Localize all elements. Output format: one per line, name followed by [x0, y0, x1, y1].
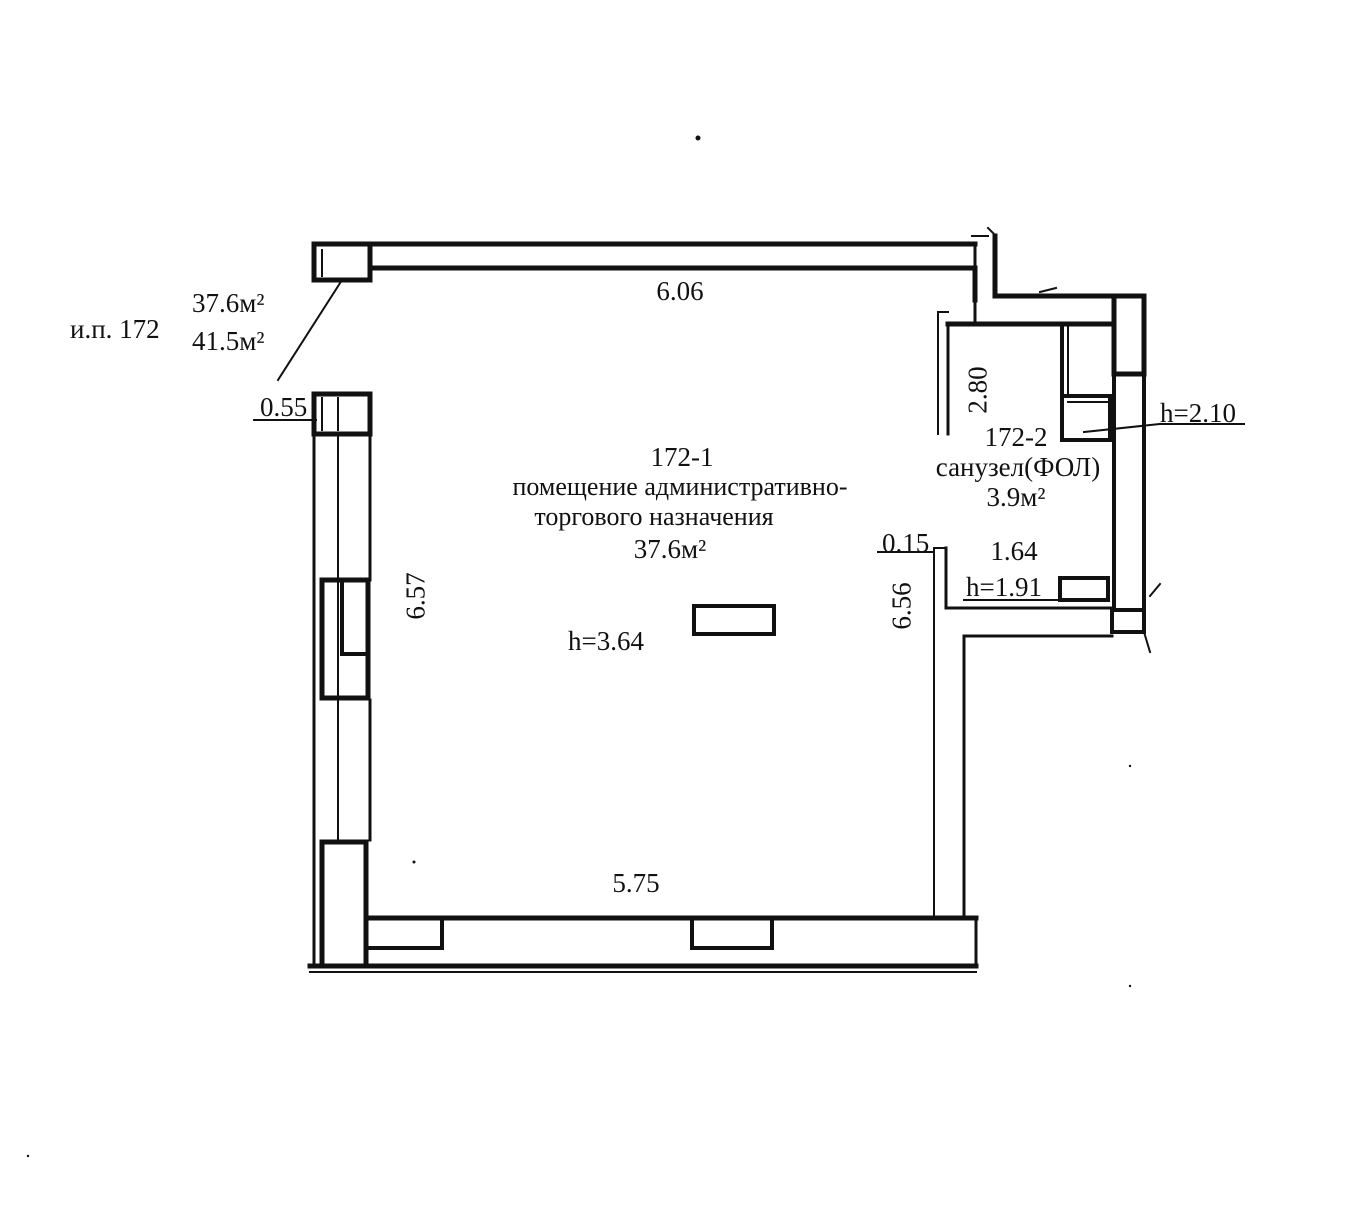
corner-column [311, 241, 373, 283]
room-2-number: 172-2 [984, 422, 1048, 452]
bathroom-window [1060, 324, 1245, 442]
bathroom-outer-wall [1110, 293, 1162, 654]
dimension-bottom-wall: 5.75 [612, 868, 660, 898]
dimension-inner-right-wall: 6.56 [886, 582, 917, 630]
room-1-number: 172-1 [650, 442, 714, 472]
room-2-area: 3.9м² [986, 482, 1046, 512]
room-column [692, 604, 776, 636]
top-wall [369, 226, 998, 271]
unit-label: и.п. 172 [70, 314, 160, 344]
bathroom-door [963, 576, 1110, 602]
bottom-wall [307, 915, 979, 973]
bathroom-partition [937, 233, 1117, 436]
left-wall [253, 391, 373, 968]
dimension-left-wall-thickness: 0.55 [260, 392, 308, 422]
window-height-label: h=2.10 [1160, 398, 1236, 428]
door-height-label: h=1.91 [966, 572, 1042, 602]
dimension-left-wall: 6.57 [400, 572, 431, 620]
left-window [319, 577, 371, 701]
room-1-ceiling-height: h=3.64 [568, 626, 644, 656]
unit-area-total: 41.5м² [192, 326, 265, 356]
unit-area-main: 37.6м² [192, 288, 265, 318]
dimension-top-wall: 6.06 [656, 276, 704, 306]
room-1-name-line1: помещение административно- [512, 472, 848, 501]
inner-right-wall [877, 546, 1114, 920]
scan-specks [26, 135, 1132, 1158]
room-2-name: санузел(ФОЛ) [935, 452, 1101, 482]
bottom-left-column [319, 839, 369, 969]
room-1-area: 37.6м² [633, 534, 707, 564]
dimension-bathroom-length: 2.80 [962, 366, 993, 414]
room-1-name-line2: торгового назначения [534, 502, 774, 531]
leader-line-unit [276, 278, 344, 382]
dimension-partition-thickness: 0.15 [882, 528, 930, 558]
dimension-bathroom-width: 1.64 [990, 536, 1038, 566]
